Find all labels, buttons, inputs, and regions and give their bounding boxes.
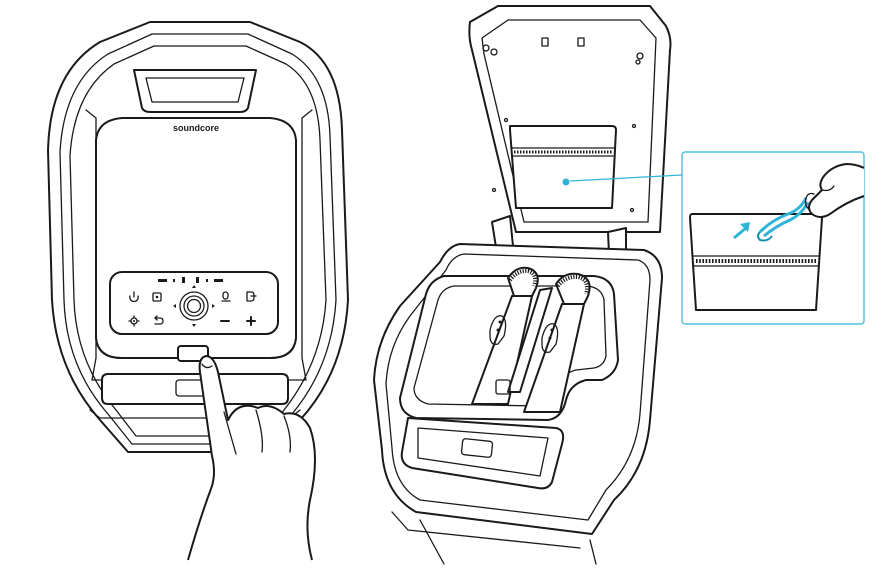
lid-hinge-tab	[541, 37, 549, 47]
inset-thumb	[804, 192, 815, 211]
plus-icon[interactable]	[246, 316, 256, 326]
power-icon[interactable]	[129, 291, 139, 303]
mic-holder	[507, 287, 553, 393]
speaker-open-base	[391, 511, 581, 549]
microphone-right	[523, 272, 591, 413]
inset-finger-line	[821, 185, 835, 192]
mic-icon[interactable]	[221, 291, 231, 302]
pocket-detail-inset	[681, 151, 865, 325]
speaker-front: soundcore	[47, 21, 349, 561]
speaker-outer-shell	[47, 21, 349, 453]
back-icon[interactable]	[154, 315, 164, 325]
lid-storage-pocket	[509, 125, 617, 209]
control-panel	[109, 271, 279, 335]
front-handle-inner	[417, 427, 549, 477]
hand-holding-cable	[808, 163, 865, 218]
control-knob-icon[interactable]	[173, 285, 215, 327]
microphone-left	[471, 266, 539, 405]
hand-knuckle-2	[255, 409, 264, 453]
hand-knuckle-3	[283, 415, 292, 453]
front-handle-button	[460, 438, 494, 458]
hand-pressing	[187, 355, 316, 561]
callout-marker	[562, 178, 570, 186]
mic-holder-foot	[495, 379, 511, 395]
speaker-open	[373, 5, 683, 565]
led-indicators	[158, 277, 223, 283]
lid-screw	[636, 52, 644, 60]
speaker-inner-rim-2	[69, 45, 327, 437]
callout-line	[569, 174, 683, 182]
lid-screw	[503, 117, 509, 123]
bottom-handle	[101, 373, 289, 405]
lid-inner-rim	[481, 19, 657, 223]
top-handle	[133, 69, 257, 113]
fingernail	[201, 363, 213, 369]
inset-frame	[681, 151, 865, 325]
hand-knuckle-1	[223, 411, 237, 455]
lid-hinge-tab	[577, 37, 585, 47]
lid-screw	[490, 48, 498, 56]
usb-cable-loop	[757, 231, 773, 242]
lid-latch-button[interactable]	[177, 345, 209, 362]
settings-icon[interactable]	[128, 315, 140, 327]
input-icon[interactable]	[246, 291, 257, 302]
lid-screw	[635, 59, 641, 65]
speaker-open-body-rim	[385, 253, 651, 521]
insert-arrow-icon	[733, 226, 747, 240]
lid-screw	[491, 187, 497, 193]
lid-screw	[482, 44, 490, 52]
brand-logo: soundcore	[173, 123, 219, 133]
speaker-inner-rim	[59, 33, 337, 445]
insert-arrow-head	[740, 222, 750, 232]
mode-icon[interactable]	[152, 292, 162, 302]
lid-screw	[629, 207, 635, 213]
speaker-open-legs	[419, 519, 597, 565]
top-handle-inner	[145, 77, 245, 103]
lid-screw	[631, 123, 637, 129]
usb-cable	[758, 197, 810, 238]
